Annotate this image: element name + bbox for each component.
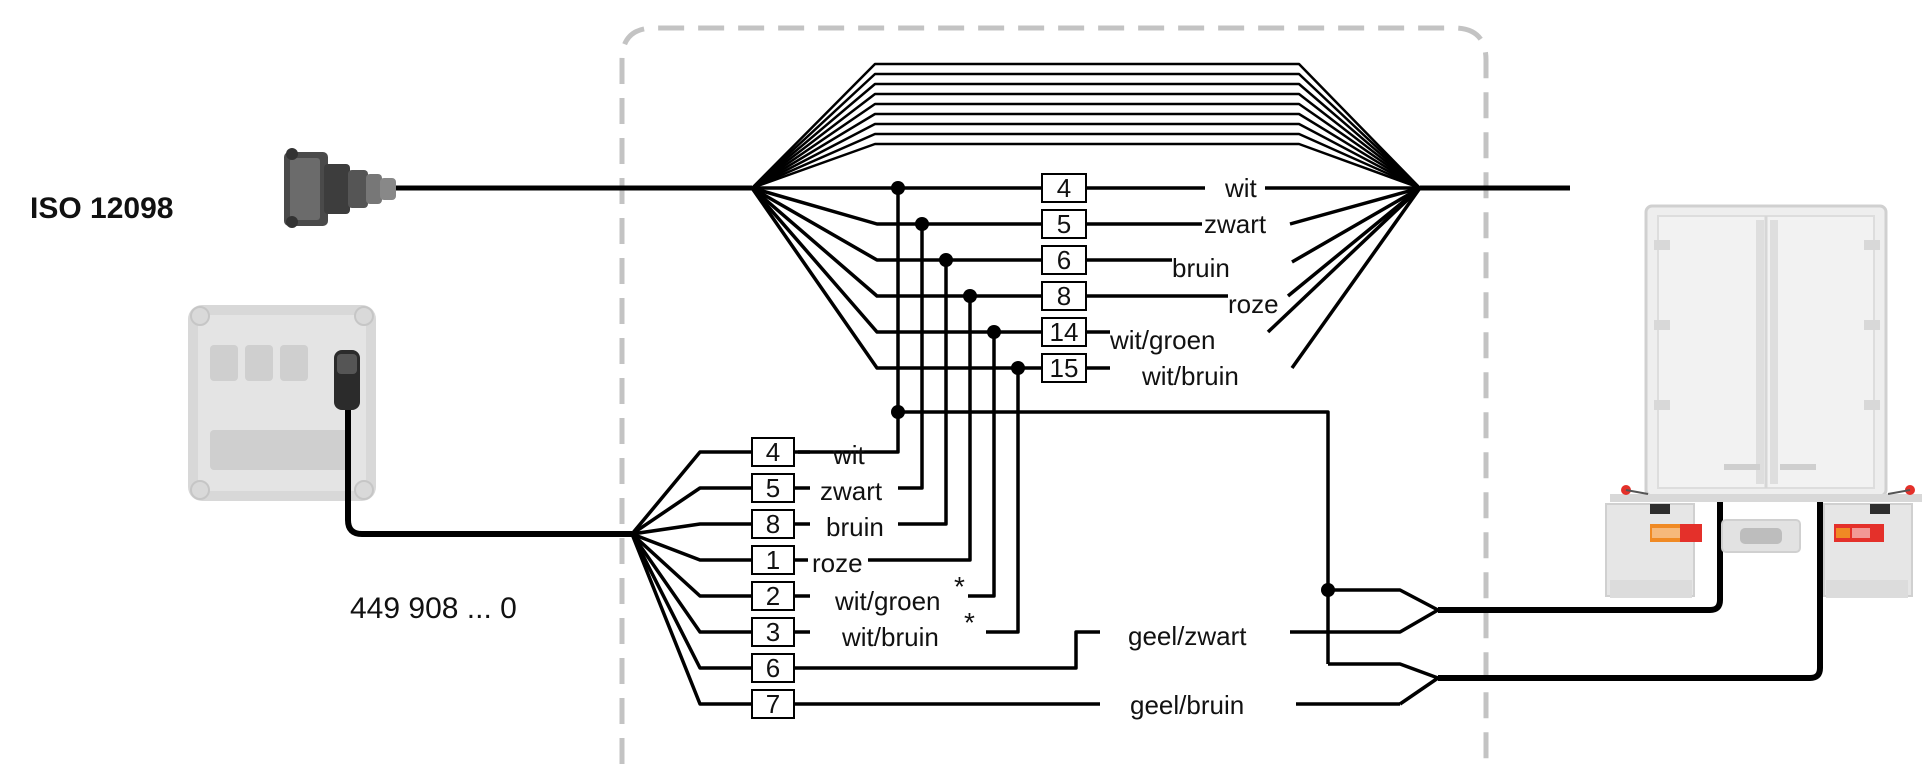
svg-text:15: 15 (1050, 353, 1079, 383)
svg-text:2: 2 (766, 581, 780, 611)
pin-box: 5 (751, 473, 795, 503)
svg-text:8: 8 (1057, 281, 1071, 311)
geel-zwart-wire (794, 630, 1100, 670)
lower-fan (630, 450, 752, 706)
trailer-rear-icon (1605, 204, 1922, 598)
svg-text:1: 1 (766, 545, 780, 575)
svg-text:roze: roze (1228, 289, 1279, 319)
lower-wire-labels: wit zwart bruin roze wit/groen wit/bruin… (812, 440, 975, 652)
pin-box: 8 (751, 509, 795, 539)
svg-text:6: 6 (1057, 245, 1071, 275)
node-line (898, 410, 1330, 664)
svg-text:zwart: zwart (820, 476, 883, 506)
pin-box: 2 (751, 581, 795, 611)
svg-text:wit: wit (832, 440, 866, 470)
upper-wire-labels: wit zwart bruin roze wit/groen wit/bruin (1109, 173, 1279, 391)
pin-box: 3 (751, 617, 795, 647)
top-fan-arcs (751, 62, 1421, 190)
pin-box: 4 (1041, 173, 1087, 203)
svg-text:geel/zwart: geel/zwart (1128, 621, 1247, 651)
asterisk-1: * (954, 571, 965, 602)
svg-text:zwart: zwart (1204, 209, 1267, 239)
wires (345, 62, 1846, 706)
svg-text:14: 14 (1050, 317, 1079, 347)
svg-text:wit/bruin: wit/bruin (1141, 361, 1239, 391)
pin-box: 7 (751, 689, 795, 719)
pin-box: 15 (1041, 353, 1087, 383)
svg-text:geel/bruin: geel/bruin (1130, 690, 1244, 720)
svg-text:5: 5 (766, 473, 780, 503)
ecu-cable (345, 410, 632, 537)
lamp-wire-labels: geel/zwart geel/bruin (1128, 621, 1247, 720)
svg-text:bruin: bruin (1172, 253, 1230, 283)
cross-connects (798, 188, 1020, 634)
pin-box: 4 (751, 437, 795, 467)
upper-pin-boxes: 4 5 6 8 14 15 (1041, 173, 1087, 383)
iso-label: ISO 12098 (30, 192, 173, 225)
svg-text:wit/bruin: wit/bruin (841, 622, 939, 652)
part-number-label: 449 908 ... 0 (350, 592, 517, 625)
pin-box: 1 (751, 545, 795, 575)
svg-text:5: 5 (1057, 209, 1071, 239)
upper-right-fan (1086, 186, 1422, 370)
svg-text:wit/groen: wit/groen (1109, 325, 1216, 355)
pin-box: 5 (1041, 209, 1087, 239)
svg-text:7: 7 (766, 689, 780, 719)
svg-text:8: 8 (766, 509, 780, 539)
svg-text:wit/groen: wit/groen (834, 586, 941, 616)
svg-text:4: 4 (1057, 173, 1071, 203)
ecu-plug-icon (334, 350, 360, 410)
pin-box: 8 (1041, 281, 1087, 311)
lower-pin-boxes: 4 5 8 1 2 3 6 7 (751, 437, 795, 719)
pin-box: 6 (1041, 245, 1087, 275)
svg-text:3: 3 (766, 617, 780, 647)
svg-text:roze: roze (812, 548, 863, 578)
pin-box: 6 (751, 653, 795, 683)
svg-text:bruin: bruin (826, 512, 884, 542)
asterisk-2: * (964, 607, 975, 638)
iso-plug-icon (284, 148, 396, 228)
ecu-module-icon (188, 305, 376, 501)
lower-stubs (794, 450, 810, 634)
svg-text:wit: wit (1224, 173, 1258, 203)
svg-text:4: 4 (766, 437, 780, 467)
svg-text:6: 6 (766, 653, 780, 683)
pin-box: 14 (1041, 317, 1087, 347)
junction-dots (891, 181, 1335, 597)
